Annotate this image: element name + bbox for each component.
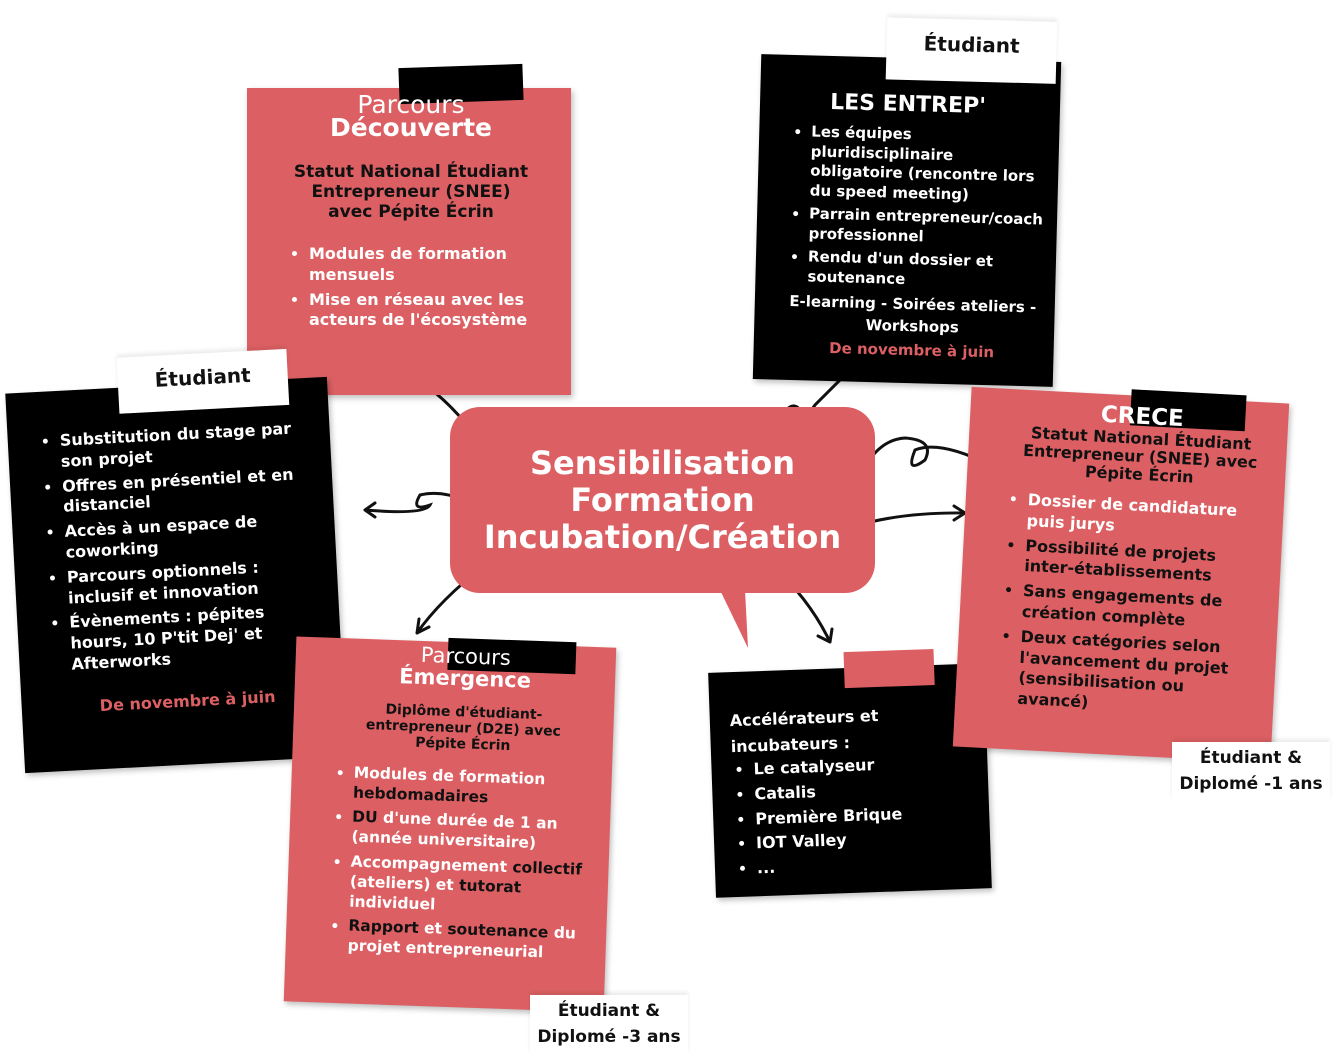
list-item: Offres en présentiel et en distanciel [62,463,314,518]
list-item: Substitution du stage par son projet [59,418,311,473]
audience-tab: Étudiant [885,17,1058,84]
card-subtitle: Diplôme d'étudiant-entrepreneur (D2E) av… [365,701,562,755]
audience-tab: Étudiant [116,348,290,414]
list-item: Parrain entrepreneur/coach professionnel [808,204,1043,249]
text-segment: (ateliers) et [349,872,460,895]
list-item: Évènements : pépites hours, 10 P'tit Dej… [69,600,322,675]
card-period: De novembre à juin [828,339,995,362]
text-segment: d'une durée de 1 an (année universitaire… [351,808,558,853]
text-segment: soutenance [447,919,549,942]
text-segment: et [418,918,448,938]
card-kicker: Parcours [357,90,465,119]
list-item: Rendu d'un dossier et soutenance [807,247,1042,292]
audience-label: Étudiant & Diplomé -1 ans [1172,742,1330,801]
list-item: Modules de formation mensuels [309,244,535,286]
list-item: Modules de formation hebdomadaires [353,763,592,812]
list-item: Les équipes pluridisciplinaire obligatoi… [809,122,1045,206]
list-item: Rapport et soutenance du projet entrepre… [347,916,586,965]
list-item: Parcours optionnels : inclusif et innova… [66,554,318,609]
center-line: Incubation/Création [483,517,842,556]
list-item: Première Brique [755,801,974,829]
list-item: Possibilité de projets inter-établisseme… [1024,536,1268,590]
tape [843,649,935,689]
card-period: De novembre à juin [99,686,276,715]
list-item: Sans engagements de création complète [1021,581,1265,635]
card-intro: Accélérateurs et incubateurs : [729,705,879,757]
bubble-tail [720,590,748,648]
text-segment: Rapport [348,916,419,937]
card-decouverte: Parcours Découverte Statut National Étud… [247,63,571,395]
audience-label: Étudiant & Diplomé -3 ans [530,995,688,1054]
text-segment: individuel [348,892,436,914]
list-item: ... [757,851,976,879]
arrow-to-etudiant [363,491,467,519]
text-segment: tutorat [458,876,522,897]
center-bubble: Sensibilisation Formation Incubation/Cré… [450,407,875,593]
list-item: Accompagnement collectif (ateliers) et t… [349,851,589,920]
list-item: DU d'une durée de 1 an (année universita… [351,807,590,856]
card-title: Découverte [330,113,492,142]
card-crece: CRECE Statut National Étudiant Entrepren… [952,386,1290,764]
text-segment: collectif [512,857,583,879]
center-line: Formation [570,480,755,519]
center-line: Sensibilisation [529,443,796,482]
text: avec les acteurs de l'écosystème [309,289,528,330]
card-subtitle: Statut National Étudiant Entrepreneur (S… [293,162,529,222]
card-emergence: Parcours Émergence Diplôme d'étudiant-en… [283,636,617,1013]
list-item: IOT Valley [756,826,975,854]
text-segment: DU [351,807,378,827]
list-item: Dossier de candidature puis jurys [1026,490,1270,544]
list-item: Mise en réseau avec les acteurs de l'éco… [309,290,535,332]
list-item: Deux catégories selon l'avancement du pr… [1017,627,1263,723]
card-extra: E-learning - Soirées ateliers - Workshop… [789,291,1037,337]
list-item: Accès à un espace de coworking [64,509,316,564]
text-segment: hebdomadaires [352,783,489,807]
card-title: LES ENTREP' [829,89,987,120]
list-item: Catalis [754,777,973,805]
text: Mise en réseau [309,289,446,309]
card-accelerateurs: Accélérateurs et incubateurs : Le cataly… [708,649,992,898]
card-entrep: Étudiant LES ENTREP' Les équipes pluridi… [752,17,1062,387]
